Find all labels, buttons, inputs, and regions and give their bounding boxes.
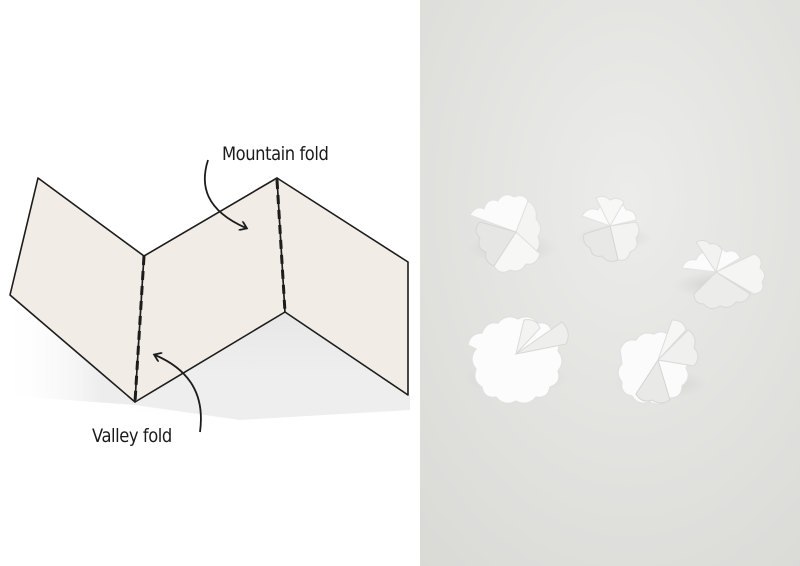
paper-shadow-soft xyxy=(135,312,410,430)
paper-panel-3 xyxy=(276,177,409,396)
fold-diagram-panel: Mountain fold Valley fold xyxy=(0,143,410,447)
paper-flower-1 xyxy=(466,194,558,273)
mountain-fold-line xyxy=(275,179,287,313)
fold-diagram xyxy=(0,159,410,433)
mountain-fold-label: Mountain fold xyxy=(222,143,329,165)
valley-fold-line xyxy=(133,255,146,403)
valley-fold-arrow xyxy=(155,355,202,433)
paper-flower-3 xyxy=(672,239,768,310)
paper-flowers-illustration xyxy=(420,0,800,566)
paper-flower-4 xyxy=(462,316,570,404)
paper-flower-2 xyxy=(576,195,652,262)
paper-flower-5 xyxy=(612,319,708,405)
mountain-fold-arrow xyxy=(204,159,246,228)
valley-fold-label: Valley fold xyxy=(92,425,172,447)
paper-flowers-photo xyxy=(420,0,800,566)
